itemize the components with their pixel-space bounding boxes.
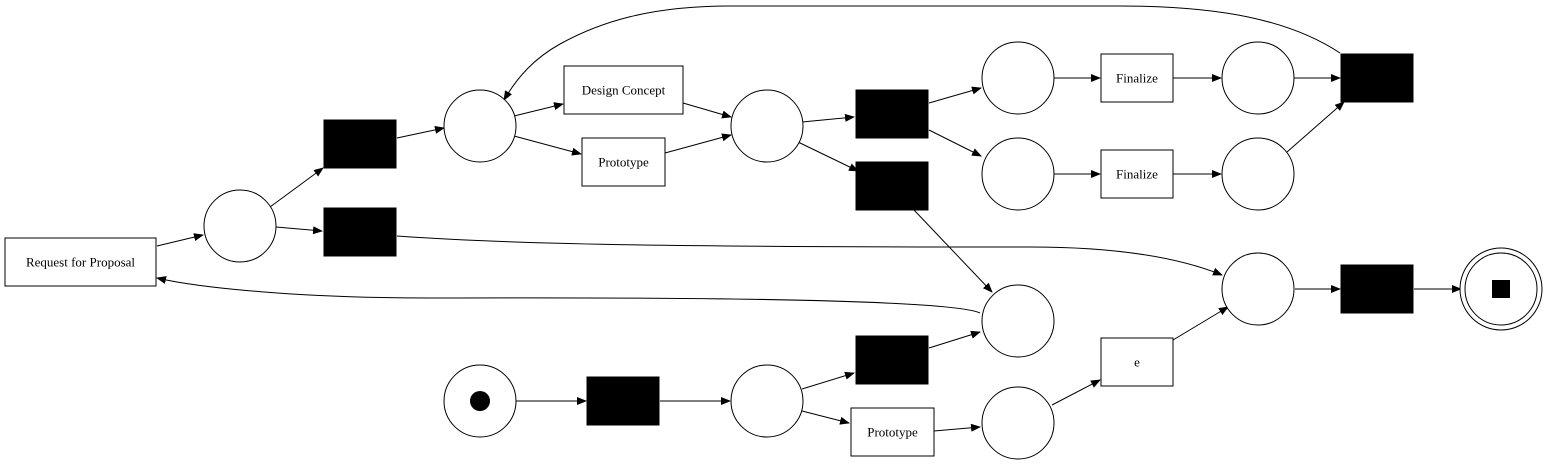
- arc: [1286, 101, 1345, 153]
- transition-label: Request for Proposal: [26, 255, 135, 270]
- place: [1221, 137, 1295, 211]
- silent-transition: [323, 207, 397, 257]
- silent-transition: [586, 376, 660, 426]
- arc: [156, 233, 204, 247]
- place: [730, 89, 804, 163]
- end-square-marker: [1492, 280, 1510, 298]
- transition-prototype-bottom: Prototype: [850, 407, 935, 457]
- transition-label: Prototype: [867, 425, 918, 440]
- arc: [928, 86, 982, 104]
- transition-request-for-proposal: Request for Proposal: [4, 237, 157, 287]
- place: [730, 364, 804, 438]
- arc: [664, 133, 732, 154]
- arc: [156, 276, 981, 314]
- arc: [682, 102, 732, 119]
- arc: [933, 423, 981, 432]
- transition-label: Finalize: [1116, 167, 1158, 182]
- place: [443, 89, 517, 163]
- arc: [801, 113, 855, 123]
- arc: [513, 102, 564, 117]
- arc: [801, 371, 855, 390]
- arc: [1051, 379, 1101, 406]
- transition-label: Design Concept: [582, 83, 666, 98]
- arc: [396, 235, 1223, 276]
- place: [1221, 41, 1295, 115]
- arc: [928, 330, 981, 349]
- arc: [269, 167, 324, 208]
- transition-finalize-top: Finalize: [1100, 53, 1174, 103]
- transition-design-concept: Design Concept: [563, 65, 684, 115]
- transition-finalize-bottom: Finalize: [1100, 149, 1174, 199]
- arc: [913, 209, 993, 293]
- silent-transition: [855, 161, 929, 211]
- arcs: [156, 5, 1462, 432]
- place: [981, 386, 1055, 460]
- places: [203, 41, 1543, 460]
- silent-transition: [323, 119, 397, 169]
- silent-transition: [1340, 264, 1414, 314]
- transition-label: e: [1134, 355, 1140, 370]
- transition-prototype-top: Prototype: [581, 137, 666, 187]
- place: [981, 284, 1055, 358]
- transition-label: Prototype: [598, 155, 649, 170]
- arc: [1172, 306, 1229, 341]
- arc: [396, 125, 445, 139]
- arc: [503, 5, 1341, 101]
- transition-label: Finalize: [1116, 71, 1158, 86]
- arc: [275, 226, 323, 235]
- labelled-transitions: Request for Proposal Design Concept Prot…: [4, 53, 1174, 457]
- place: [1221, 252, 1295, 326]
- arc: [513, 135, 582, 156]
- place: [203, 189, 277, 263]
- place: [981, 137, 1055, 211]
- silent-transition: [1340, 53, 1414, 103]
- silent-transition: [855, 89, 929, 139]
- arc: [801, 410, 850, 425]
- start-token: [470, 391, 490, 411]
- silent-transition: [855, 335, 929, 385]
- place: [981, 41, 1055, 115]
- arc: [797, 141, 859, 172]
- arc: [928, 129, 982, 157]
- transition-e: e: [1100, 337, 1174, 387]
- silent-transitions: [323, 53, 1414, 426]
